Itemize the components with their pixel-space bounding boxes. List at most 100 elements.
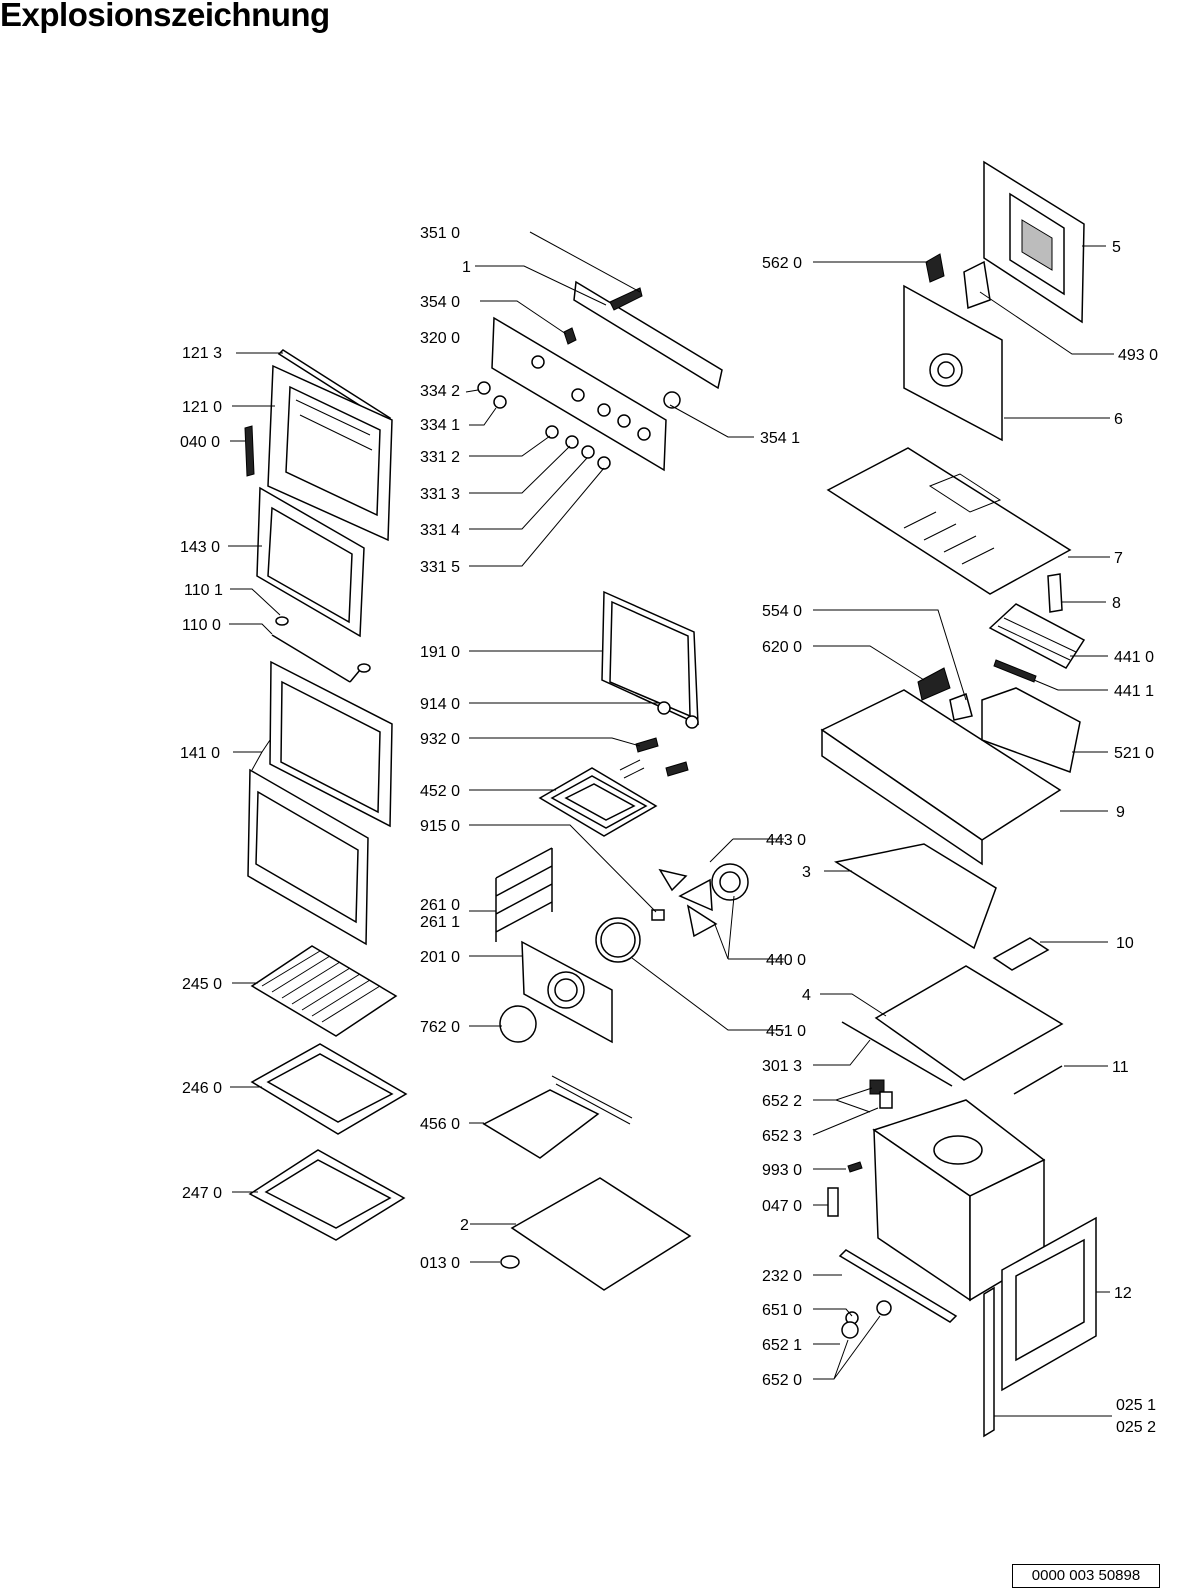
inner-door-glass bbox=[256, 486, 365, 638]
callout-label: 493 0 bbox=[1118, 347, 1158, 364]
baking-tray bbox=[250, 1043, 408, 1135]
callout-label: 201 0 bbox=[420, 949, 460, 966]
callout-label: 554 0 bbox=[762, 603, 802, 620]
switch-knob bbox=[663, 391, 681, 409]
callout-label: 3 bbox=[802, 864, 811, 881]
callout-label: 331 5 bbox=[420, 559, 460, 576]
callout-label: 932 0 bbox=[420, 731, 460, 748]
callout-label: 652 0 bbox=[762, 1372, 802, 1389]
callout-label: 301 3 bbox=[762, 1058, 802, 1075]
callout-label: 441 0 bbox=[1114, 649, 1154, 666]
callout-label: 1 bbox=[462, 259, 471, 276]
door-glass-pane bbox=[269, 660, 393, 828]
callout-label: 7 bbox=[1114, 550, 1123, 567]
control-module bbox=[981, 687, 1081, 774]
rear-panel bbox=[521, 940, 613, 1044]
side-panel bbox=[1001, 1216, 1097, 1392]
motor-bracket bbox=[963, 260, 991, 310]
page-title: Explosionszeichnung bbox=[0, 0, 330, 33]
callout-label: 025 1 bbox=[1116, 1397, 1156, 1414]
callout-label: 110 0 bbox=[182, 617, 221, 634]
callout-label: 110 1 bbox=[184, 582, 223, 599]
callout-label: 452 0 bbox=[420, 783, 460, 800]
back-wall bbox=[983, 160, 1085, 324]
callout-label: 993 0 bbox=[762, 1162, 802, 1179]
shelf-support bbox=[834, 843, 997, 950]
fan-plate bbox=[903, 284, 1003, 442]
callout-label: 354 0 bbox=[420, 294, 460, 311]
callout-label: 441 1 bbox=[1114, 683, 1154, 700]
callout-label: 8 bbox=[1112, 595, 1121, 612]
callout-label: 9 bbox=[1116, 804, 1125, 821]
callout-label: 4 bbox=[802, 987, 811, 1004]
callout-label: 652 2 bbox=[762, 1093, 802, 1110]
fan-motor-cover bbox=[711, 863, 749, 901]
callout-label: 013 0 bbox=[420, 1255, 460, 1272]
callout-label: 143 0 bbox=[180, 539, 220, 556]
door-handle bbox=[244, 425, 255, 477]
callout-label: 025 2 bbox=[1116, 1419, 1156, 1436]
circular-heater bbox=[595, 917, 641, 963]
hinge-clip bbox=[275, 616, 289, 626]
leader-lines bbox=[228, 231, 1114, 1417]
wire-rack bbox=[250, 945, 398, 1037]
callout-label: 191 0 bbox=[420, 644, 460, 661]
outer-door-frame bbox=[267, 364, 393, 542]
callout-label: 762 0 bbox=[420, 1019, 460, 1036]
lamp-cover bbox=[499, 1005, 537, 1043]
callout-label: 261 0 bbox=[420, 897, 460, 914]
document-number: 0000 003 50898 bbox=[1012, 1564, 1160, 1588]
callout-label: 320 0 bbox=[420, 330, 460, 347]
callout-label: 652 3 bbox=[762, 1128, 802, 1145]
pilot-lamp bbox=[563, 327, 577, 345]
bottom-heater bbox=[482, 1089, 600, 1159]
callout-labels: 351 0 1 354 0 320 0 121 3 121 0 040 0 33… bbox=[180, 225, 1158, 1436]
deep-tray bbox=[248, 1149, 406, 1241]
callout-label: 652 1 bbox=[762, 1337, 802, 1354]
callout-label: 331 3 bbox=[420, 486, 460, 503]
callout-label: 12 bbox=[1114, 1285, 1132, 1302]
door-front-panel bbox=[247, 768, 369, 946]
callout-label: 121 0 bbox=[182, 399, 222, 416]
callout-label: 331 2 bbox=[420, 449, 460, 466]
callout-label: 562 0 bbox=[762, 255, 802, 272]
callout-label: 245 0 bbox=[182, 976, 222, 993]
part-sketches bbox=[244, 160, 1097, 1438]
callout-label: 521 0 bbox=[1114, 745, 1154, 762]
knobs bbox=[477, 381, 611, 470]
callout-label: 11 bbox=[1112, 1059, 1129, 1076]
callout-label: 2 bbox=[460, 1217, 469, 1234]
side-rack bbox=[495, 847, 553, 942]
callout-label: 331 4 bbox=[420, 522, 460, 539]
foot bbox=[500, 1255, 520, 1269]
callout-label: 915 0 bbox=[420, 818, 460, 835]
callout-label: 651 0 bbox=[762, 1302, 802, 1319]
callout-label: 620 0 bbox=[762, 639, 802, 656]
glass-lid bbox=[601, 590, 699, 726]
bottom-plate bbox=[510, 1177, 692, 1291]
top-cover bbox=[826, 447, 1072, 595]
callout-label: 5 bbox=[1112, 239, 1121, 256]
callout-label: 10 bbox=[1116, 935, 1134, 952]
callout-label: 247 0 bbox=[182, 1185, 222, 1202]
callout-label: 232 0 bbox=[762, 1268, 802, 1285]
callout-label: 440 0 bbox=[766, 952, 806, 969]
callout-label: 040 0 bbox=[180, 434, 220, 451]
thermostat-bracket bbox=[609, 287, 643, 311]
callout-label: 6 bbox=[1114, 411, 1123, 428]
control-strip bbox=[573, 280, 723, 390]
callout-label: 456 0 bbox=[420, 1116, 460, 1133]
callout-label: 334 2 bbox=[420, 383, 460, 400]
callout-label: 451 0 bbox=[766, 1023, 806, 1040]
insulation-plate bbox=[874, 965, 1064, 1081]
callout-label: 121 3 bbox=[182, 345, 222, 362]
callout-label: 443 0 bbox=[766, 832, 806, 849]
convection-fan bbox=[658, 868, 718, 938]
grill-element bbox=[538, 767, 658, 837]
hinge-rod bbox=[271, 634, 361, 683]
callout-label: 246 0 bbox=[182, 1080, 222, 1097]
callout-label: 354 1 bbox=[760, 430, 800, 447]
callout-label: 914 0 bbox=[420, 696, 460, 713]
callout-label: 351 0 bbox=[420, 225, 460, 242]
